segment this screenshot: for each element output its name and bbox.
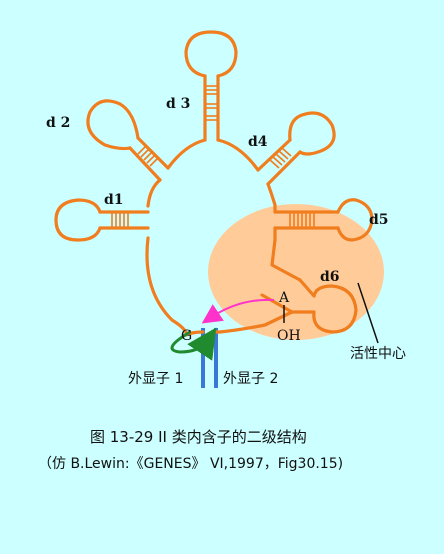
label-guanosine: G bbox=[181, 328, 192, 344]
active-center-pointer bbox=[357, 282, 379, 344]
domain-d4 bbox=[256, 111, 336, 186]
label-exon-1: 外显子 1 bbox=[128, 371, 183, 387]
ligation-arrow bbox=[170, 327, 217, 361]
domain-d3 bbox=[184, 30, 238, 142]
active-center-region bbox=[208, 204, 384, 340]
domain-d1 bbox=[54, 198, 150, 242]
caption-title: 图 13-29 II 类内含子的二级结构 bbox=[90, 428, 307, 446]
caption-source: （仿 B.Lewin:《GENES》 VI,1997，Fig30.15) bbox=[38, 456, 343, 472]
label-d5: d5 bbox=[369, 212, 389, 228]
label-d2: d 2 bbox=[46, 115, 70, 131]
attack-arrow bbox=[201, 298, 275, 324]
label-d1: d1 bbox=[104, 192, 124, 208]
label-d3: d 3 bbox=[166, 96, 190, 112]
domain-d5 bbox=[273, 198, 374, 242]
label-active-center: 活性中心 bbox=[350, 346, 406, 362]
label-d4: d4 bbox=[248, 134, 268, 150]
domain-d2 bbox=[86, 99, 170, 182]
label-exon-2: 外显子 2 bbox=[223, 371, 278, 387]
central-loop bbox=[145, 138, 302, 337]
label-hydroxyl: OH bbox=[277, 328, 301, 344]
label-d6: d6 bbox=[320, 269, 340, 285]
label-adenosine: A bbox=[278, 290, 290, 306]
domain-d6 bbox=[290, 278, 358, 334]
